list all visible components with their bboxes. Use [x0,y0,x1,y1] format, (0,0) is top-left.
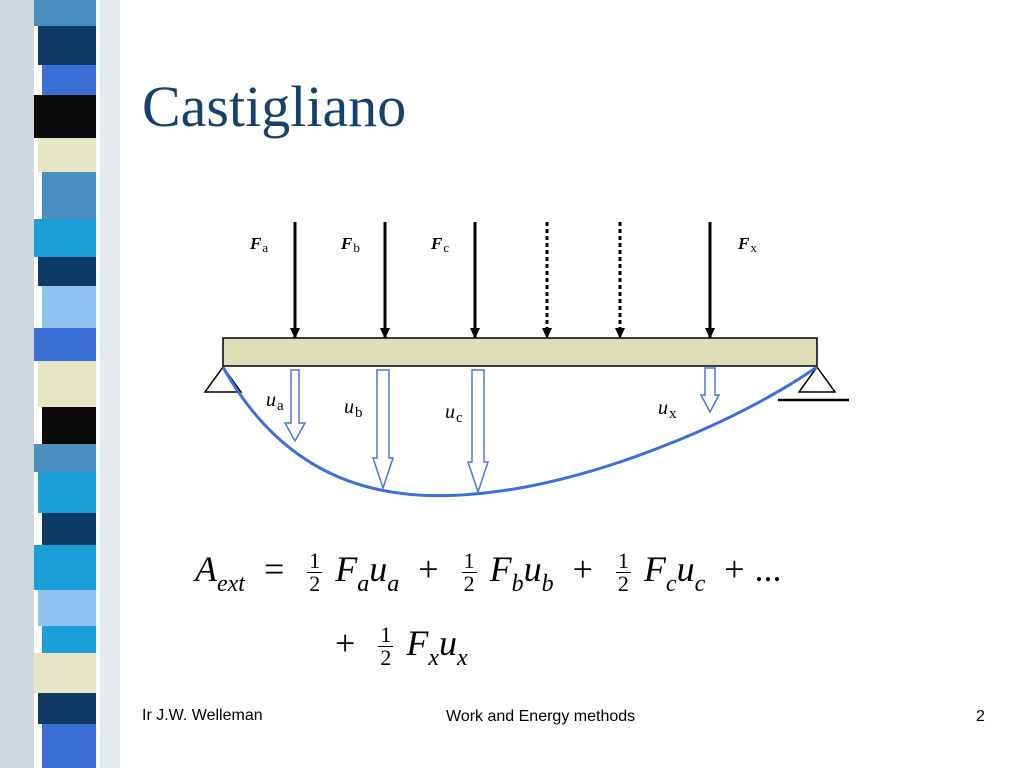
strip-block [38,590,96,626]
strip-block [34,545,96,590]
eq-term-c-F: F [643,549,666,589]
force-arrowhead-dotted-2 [615,328,625,339]
eq-term-c-u-sub: c [694,571,706,597]
eq-term-x-u-sub: x [456,645,468,671]
strip-block [42,724,96,768]
strip-block [38,138,96,172]
force-arrowhead-b [380,328,390,339]
eq-ellipsis: ... [754,549,782,589]
strip-block [42,626,96,653]
strip-block [34,444,96,472]
eq-term-x-u: u [438,623,457,663]
strip-block [42,172,96,219]
force-label-c: Fc [430,234,449,255]
displacement-arrow-b [371,369,395,491]
force-arrowhead-a [290,328,300,339]
strip-block [42,513,96,545]
strip-block [34,0,96,26]
force-arrowhead-x [705,328,715,339]
strip-block [38,257,96,286]
strip-block [38,693,96,724]
eq-term-b-u: u [523,549,542,589]
eq-term-a-u-sub: a [387,571,400,597]
deflection-curve [221,365,818,498]
strip-block [42,286,96,328]
eq-term-b-F: F [489,549,512,589]
displacement-label-a: ua [266,389,284,414]
displacement-label-b: ub [344,396,363,421]
eq-term-c-F-sub: c [665,571,677,597]
roller-support-right [797,365,837,393]
displacement-arrow-x [699,367,721,414]
force-arrowhead-dotted-1 [542,328,552,339]
force-label-a: Fa [249,234,268,255]
beam [222,337,818,367]
eq-plus-4: + [335,623,356,663]
strip-block [42,65,96,95]
decorative-left-strip [0,0,120,768]
slide-title: Castigliano [142,74,407,139]
strip-block [34,219,96,257]
eq-plus-3: + [724,549,745,589]
footer-author: Ir J.W. Welleman [142,707,263,724]
force-label-b: Fb [340,234,360,255]
eq-lhs-sub: ext [217,571,245,597]
eq-lhs: A [195,549,217,589]
strip-block [38,26,96,65]
eq-term-a-F: F [335,549,358,589]
eq-term-x-F: F [406,623,429,663]
eq-plus-1: + [418,549,439,589]
eq-term-b-u-sub: b [541,571,554,597]
eq-term-x-F-sub: x [428,645,439,671]
displacement-label-c: uc [445,401,463,426]
eq-term-a-F-sub: a [357,571,370,597]
force-arrowhead-c [470,328,480,339]
strip-block [42,407,96,444]
force-label-x: Fx [737,234,757,255]
strip-block [34,653,96,693]
eq-term-c-u: u [676,549,695,589]
eq-term-b-F-sub: b [511,571,524,597]
displacement-arrow-a [283,369,307,443]
eq-equals: = [263,549,285,589]
eq-plus-2: + [572,549,593,589]
strip-block [38,361,96,407]
strip-block [34,95,96,138]
eq-term-a-u: u [369,549,388,589]
strip-block [34,328,96,361]
footer-course: Work and Energy methods [446,708,636,725]
strip-block [38,472,96,513]
displacement-label-x: ux [658,397,677,422]
displacement-arrow-c [466,369,490,495]
footer-page-number: 2 [976,708,985,725]
